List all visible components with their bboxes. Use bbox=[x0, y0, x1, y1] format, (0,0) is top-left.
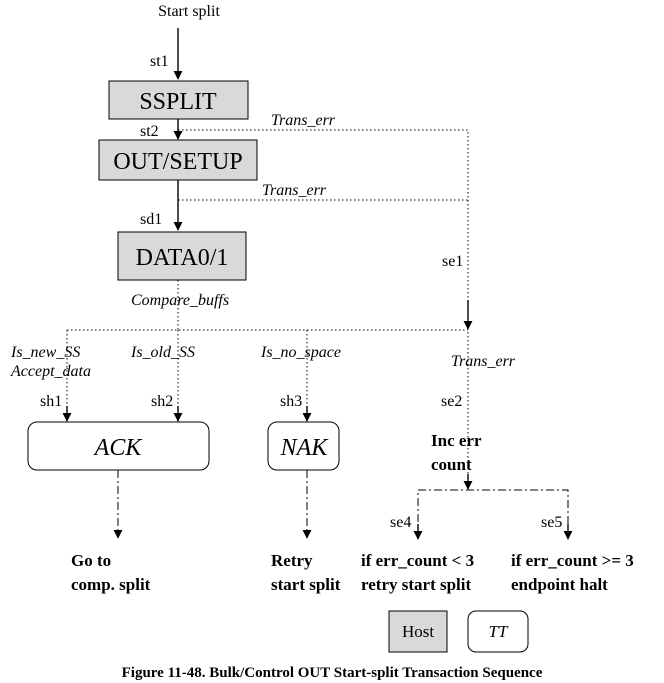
trans-err-line-1 bbox=[178, 129, 469, 318]
cond-trans-err-3: Trans_err bbox=[451, 353, 516, 370]
cond-trans-err-1: Trans_err bbox=[271, 112, 336, 129]
point-st2: st2 bbox=[140, 123, 159, 140]
action-ge3-1: if err_count >= 3 bbox=[511, 551, 634, 570]
point-sh1: sh1 bbox=[40, 393, 62, 410]
action-retry-2: start split bbox=[271, 575, 341, 594]
action-retry-1: Retry bbox=[271, 551, 313, 570]
figure-caption: Figure 11-48. Bulk/Control OUT Start-spl… bbox=[122, 665, 543, 681]
action-inc-err-1: Inc err bbox=[431, 431, 482, 450]
point-sh2: sh2 bbox=[151, 393, 173, 410]
cond-is-no-space: Is_no_space bbox=[260, 344, 341, 361]
state-data bbox=[117, 231, 247, 281]
legend-tt-label: TT bbox=[489, 622, 509, 641]
cond-is-old-ss: Is_old_SS bbox=[130, 344, 195, 361]
point-se1: se1 bbox=[442, 253, 463, 270]
state-nak bbox=[267, 421, 340, 471]
state-data-label: DATA0/1 bbox=[136, 245, 229, 271]
action-lt3-2: retry start split bbox=[361, 575, 471, 594]
point-st1: st1 bbox=[150, 53, 169, 70]
point-se5: se5 bbox=[541, 514, 562, 531]
state-out-setup bbox=[98, 139, 258, 181]
action-ge3-2: endpoint halt bbox=[511, 575, 608, 594]
point-se2: se2 bbox=[441, 393, 462, 410]
legend-host bbox=[388, 610, 448, 653]
legend-host-label: Host bbox=[402, 622, 434, 641]
point-sd1: sd1 bbox=[140, 211, 162, 228]
cond-accept-data: Accept_data bbox=[10, 363, 91, 380]
point-sh3: sh3 bbox=[280, 393, 302, 410]
action-go-to-1: Go to bbox=[71, 551, 111, 570]
action-go-to-2: comp. split bbox=[71, 575, 151, 594]
cond-trans-err-2: Trans_err bbox=[262, 182, 327, 199]
action-lt3-1: if err_count < 3 bbox=[361, 551, 474, 570]
state-ssplit-label: SSPLIT bbox=[139, 89, 217, 115]
err-branch-line bbox=[417, 489, 569, 538]
state-nak-label: NAK bbox=[280, 435, 330, 461]
action-inc-err-2: count bbox=[431, 455, 472, 474]
cond-compare-buffs: Compare_buffs bbox=[131, 292, 229, 309]
cond-is-new-ss: Is_new_SS bbox=[10, 344, 80, 361]
entry-label: Start split bbox=[158, 3, 220, 20]
state-out-setup-label: OUT/SETUP bbox=[113, 149, 242, 175]
legend-tt bbox=[467, 610, 529, 653]
state-ack-label: ACK bbox=[93, 435, 144, 461]
point-se4: se4 bbox=[390, 514, 411, 531]
